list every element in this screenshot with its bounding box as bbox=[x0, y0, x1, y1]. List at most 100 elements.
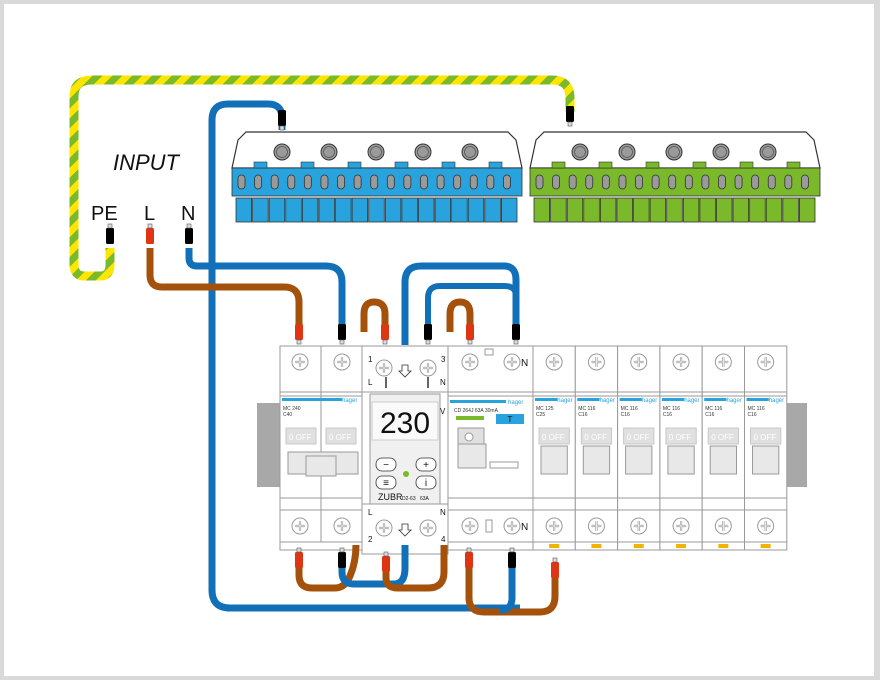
terminal-screw bbox=[502, 352, 522, 372]
toggle-link bbox=[305, 455, 337, 477]
relay-button[interactable]: ≡ bbox=[375, 475, 397, 490]
ferrule-pin bbox=[513, 339, 519, 345]
model-label: D2-63 bbox=[402, 496, 416, 502]
test-button-shape bbox=[496, 414, 524, 424]
relay-button[interactable]: i bbox=[415, 475, 437, 490]
terminal-hole bbox=[270, 174, 279, 190]
comb-pin bbox=[591, 544, 602, 548]
toggle-lever bbox=[457, 443, 487, 469]
wire-ferrule bbox=[566, 106, 574, 127]
terminal-hole bbox=[601, 174, 610, 190]
terminal-clamp bbox=[799, 197, 816, 223]
wire-bottom-blue-1 bbox=[338, 545, 409, 588]
wire-ferrule bbox=[106, 223, 114, 244]
wire-ferrule bbox=[465, 547, 473, 568]
wire-neutral-bus-feed bbox=[208, 100, 520, 612]
wire-ferrule bbox=[381, 324, 389, 345]
wire-jumper-top-2 bbox=[446, 298, 474, 332]
terminal-hole bbox=[370, 174, 379, 190]
brand-label: hager bbox=[557, 398, 572, 404]
terminal-clamp bbox=[418, 197, 435, 223]
terminal-screw bbox=[374, 358, 394, 378]
rating-label: C16 bbox=[663, 412, 672, 418]
terminal-clamp bbox=[318, 197, 335, 223]
switch-window bbox=[623, 427, 655, 445]
terminal-hole bbox=[684, 174, 693, 190]
terminal-clamp bbox=[368, 197, 385, 223]
relay-button[interactable]: + bbox=[415, 457, 437, 472]
terminal-screw bbox=[629, 352, 648, 372]
wire-ferrule bbox=[295, 547, 303, 568]
model-label: MC 116 bbox=[663, 406, 680, 412]
input-label-l: L bbox=[144, 203, 155, 225]
rating-label: C16 bbox=[621, 412, 630, 418]
test-button[interactable]: T bbox=[496, 414, 524, 424]
input-label-n: N bbox=[181, 203, 195, 225]
terminal-clamp bbox=[335, 197, 352, 223]
busbar-screw bbox=[712, 143, 730, 161]
comb-pin bbox=[676, 544, 687, 548]
ferrule-sleeve bbox=[106, 228, 114, 244]
ferrule-pin bbox=[339, 339, 345, 345]
terminal-hole bbox=[403, 174, 412, 190]
n-label: N bbox=[521, 522, 528, 533]
terminal-clamp bbox=[716, 197, 733, 223]
busbar-tab bbox=[598, 161, 613, 169]
model-label: MC 116 bbox=[578, 406, 595, 412]
input-label-pe: PE bbox=[91, 203, 118, 225]
terminal-screw bbox=[545, 352, 564, 372]
rating-label: C16 bbox=[578, 412, 587, 418]
busbar-tab bbox=[253, 161, 268, 169]
terminal-screw bbox=[714, 516, 733, 536]
wire-ferrule bbox=[424, 324, 432, 345]
rating-label: C16 bbox=[705, 412, 714, 418]
indicator-bar bbox=[456, 416, 484, 420]
status-led bbox=[403, 471, 409, 477]
ferrule-pin bbox=[296, 339, 302, 345]
terminal-hole bbox=[420, 174, 428, 190]
busbar-tab bbox=[394, 161, 409, 169]
model-label: MC 240 bbox=[283, 406, 301, 412]
terminal-hole bbox=[287, 174, 296, 190]
comb-pin bbox=[549, 544, 560, 548]
terminal-label-l: L bbox=[368, 378, 373, 387]
din-rail-right bbox=[785, 403, 807, 487]
busbar-screw bbox=[461, 143, 479, 161]
input-title: INPUT bbox=[113, 150, 181, 175]
switch-state-label: 0 OFF bbox=[669, 433, 692, 442]
switch-window bbox=[285, 427, 317, 445]
rating-label: C16 bbox=[748, 412, 757, 418]
brand-stripe bbox=[661, 398, 685, 401]
terminal-hole bbox=[486, 174, 495, 190]
base-rail bbox=[447, 541, 534, 551]
terminal-hole bbox=[237, 174, 246, 190]
ferrule-sleeve bbox=[424, 324, 432, 340]
terminal-hole bbox=[436, 174, 445, 190]
terminal-clamp bbox=[599, 197, 617, 223]
terminal-screw bbox=[460, 352, 480, 372]
brand-label: hager bbox=[769, 398, 784, 404]
terminal-hole bbox=[701, 174, 710, 190]
terminal-screw bbox=[545, 516, 564, 536]
terminal-clamp bbox=[566, 197, 584, 223]
brand-stripe bbox=[450, 400, 506, 403]
relay-button[interactable]: − bbox=[375, 457, 397, 472]
ferrule-pin bbox=[466, 547, 472, 553]
terminal-screw bbox=[418, 518, 438, 538]
ferrule-sleeve bbox=[466, 324, 474, 340]
button-shape bbox=[415, 475, 437, 490]
busbar-tab bbox=[739, 161, 754, 169]
comb-pin bbox=[633, 544, 644, 548]
terminal-label-l-out: L bbox=[368, 508, 373, 517]
terminal-clamp bbox=[550, 197, 567, 223]
arrow-down-icon bbox=[398, 364, 412, 378]
terminal-clamp bbox=[401, 197, 418, 223]
terminal-screw bbox=[587, 516, 606, 536]
model-label: MC 116 bbox=[705, 406, 722, 412]
switch-window bbox=[325, 427, 357, 445]
